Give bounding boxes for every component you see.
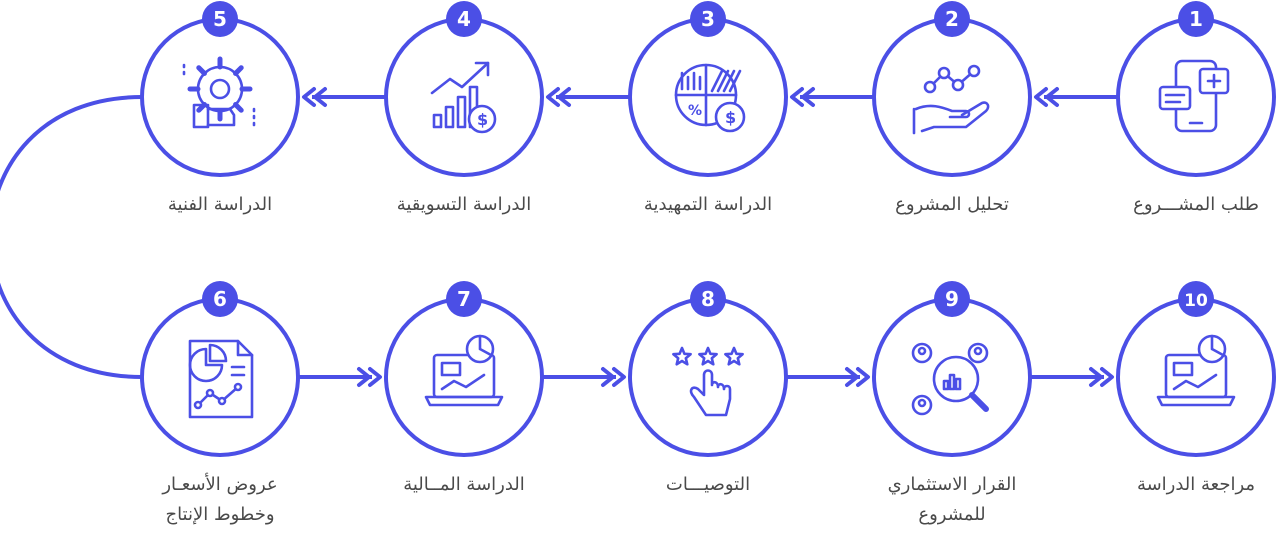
step-number-badge [446, 281, 482, 317]
connector-arrow-4-5 [302, 87, 386, 107]
step-circle [628, 297, 788, 457]
step-3: %$3 [628, 1, 788, 177]
step-label-4: الدراسة التسويقية [396, 194, 532, 215]
connector-arrow-8-9 [786, 367, 870, 387]
connector-arrow-6-7 [298, 367, 382, 387]
growth-chart-dollar-icon: $ [430, 61, 497, 134]
step-number: 2 [945, 7, 959, 31]
rating-stars-icon [672, 346, 744, 417]
svg-text:$: $ [725, 108, 736, 127]
step-label-2: تحليل المشروع [895, 194, 1009, 215]
connector-arrow-1-2 [1034, 87, 1118, 107]
step-number-badge [1178, 1, 1214, 37]
step-circle [384, 297, 544, 457]
step-number: 4 [457, 7, 471, 31]
step-4: $4 [384, 1, 544, 177]
step-10: 10 [1116, 281, 1276, 457]
hand-analytics-icon [912, 64, 990, 135]
connector-arrow-9-10 [1030, 367, 1114, 387]
step-number-badge [934, 281, 970, 317]
step-number: 8 [701, 287, 715, 311]
pie-chart-dollar-icon: %$ [674, 63, 746, 133]
step-number: 5 [213, 7, 227, 31]
step-number-badge [690, 1, 726, 37]
step-number: 9 [945, 287, 959, 311]
step-number: 10 [1184, 291, 1208, 311]
step-number-badge [202, 281, 238, 317]
step-label-1: طلب المشـــروع [1133, 194, 1259, 215]
connector-arrow-3-4 [546, 87, 630, 107]
step-number: 1 [1189, 7, 1203, 31]
svg-text:%: % [688, 103, 702, 119]
step-circle [628, 17, 788, 177]
step-1: 1 [1116, 1, 1276, 177]
step-number: 3 [701, 7, 715, 31]
step-number-badge [934, 1, 970, 37]
step-2: 2 [872, 1, 1032, 177]
gear-wrench-icon [182, 56, 256, 129]
connector-curve-5-6 [0, 95, 143, 379]
svg-text:$: $ [477, 110, 488, 129]
step-number: 7 [457, 287, 471, 311]
step-number-badge [202, 1, 238, 37]
step-9: 9 [872, 281, 1032, 457]
step-number: 6 [213, 287, 227, 311]
step-label-10: مراجعة الدراسة [1136, 474, 1256, 495]
step-number-badge [1178, 281, 1214, 317]
step-circle [1116, 17, 1276, 177]
step-circle [140, 297, 300, 457]
step-circle [872, 17, 1032, 177]
step-label-8: التوصيـــات [665, 474, 751, 495]
report-document-icon [188, 339, 254, 419]
laptop-dashboard-icon [424, 334, 504, 407]
step-6: 6 [140, 281, 300, 457]
step-label-3: الدراسة التمهيدية [643, 194, 773, 215]
laptop-review-icon [1156, 334, 1236, 407]
step-label-7: الدراسة المــالية [403, 474, 525, 495]
step-circle [1116, 297, 1276, 457]
connector-arrow-7-8 [542, 367, 626, 387]
mobile-chat-icon [1158, 59, 1230, 133]
step-label-6: عروض الأسعـار وخطوط الإنتاج [162, 474, 278, 525]
step-circle [872, 297, 1032, 457]
connectors [0, 87, 1118, 387]
step-label-5: الدراسة الفنية [167, 194, 273, 215]
step-label-9: القرار الاستثماري للمشروع [887, 474, 1017, 525]
step-5: 5 [140, 1, 300, 177]
connector-arrow-2-3 [790, 87, 874, 107]
step-number-badge [690, 281, 726, 317]
step-8: 8 [628, 281, 788, 457]
step-7: 7 [384, 281, 544, 457]
step-number-badge [446, 1, 482, 37]
people-magnifier-icon [911, 342, 989, 416]
